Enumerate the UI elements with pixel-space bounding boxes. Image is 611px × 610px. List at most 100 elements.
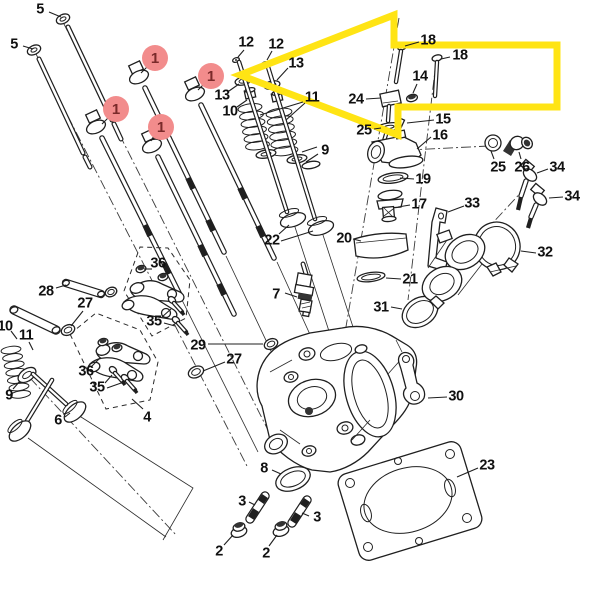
part-callout-34: 34 xyxy=(549,160,565,176)
part-circle xyxy=(445,449,455,459)
part-detail xyxy=(179,309,186,317)
callout-leader xyxy=(301,512,310,517)
part-line xyxy=(123,246,191,337)
part-body xyxy=(395,50,402,83)
part-callout-12: 12 xyxy=(238,35,254,51)
part-ellipse xyxy=(301,445,317,457)
part-detail xyxy=(132,387,139,395)
part-callout-19: 19 xyxy=(415,172,431,188)
callout-leader xyxy=(161,308,172,318)
callout-leader xyxy=(91,357,101,367)
callout-leader xyxy=(202,361,226,372)
part-ellipse xyxy=(62,399,78,415)
part-ellipse xyxy=(275,466,311,492)
part-circle xyxy=(394,457,402,465)
part-ellipse xyxy=(129,282,145,294)
callout-leader xyxy=(390,306,403,310)
part-callout-9: 9 xyxy=(321,143,329,159)
part-ellipse xyxy=(187,365,205,379)
part-ellipse xyxy=(307,219,335,237)
callout-leader xyxy=(228,83,240,92)
part-callout-11: 11 xyxy=(19,328,34,344)
part-callout-2: 2 xyxy=(215,544,223,560)
callout-leader xyxy=(548,196,564,199)
part-ellipse xyxy=(280,470,306,488)
callout-leader xyxy=(48,11,62,18)
part-body xyxy=(519,179,528,198)
part-ellipse xyxy=(22,370,32,380)
part-circle xyxy=(410,391,420,401)
part-ellipse xyxy=(104,286,118,298)
part-circle xyxy=(462,513,472,523)
part-circle xyxy=(235,59,237,61)
part-circle xyxy=(488,138,498,148)
part-ellipse xyxy=(283,371,299,383)
part-line xyxy=(181,299,259,453)
part-detail xyxy=(142,223,153,238)
part-detail xyxy=(258,494,268,504)
callout-leader xyxy=(22,45,34,50)
part-body xyxy=(114,372,124,383)
part-ellipse xyxy=(276,521,286,527)
part-callout-31: 31 xyxy=(373,300,389,316)
part-ellipse xyxy=(438,212,444,220)
part-ellipse xyxy=(191,368,201,376)
part-callout-26: 26 xyxy=(514,160,530,176)
part-ellipse xyxy=(159,273,167,279)
part-path xyxy=(429,295,445,310)
callout-leader xyxy=(28,341,34,351)
part-ellipse xyxy=(265,107,293,119)
pink-highlight-label: 1 xyxy=(207,68,215,85)
callout-leader xyxy=(416,136,432,150)
part-ellipse xyxy=(287,378,337,418)
part-callout-30: 30 xyxy=(448,389,464,405)
part-body xyxy=(31,372,68,406)
part-detail xyxy=(120,379,127,387)
part-circle xyxy=(363,542,373,552)
part-ellipse xyxy=(9,306,19,314)
part-ellipse xyxy=(63,401,87,423)
part-circle xyxy=(305,407,313,415)
part-ellipse xyxy=(59,16,67,22)
part-line xyxy=(269,359,293,373)
part-circle xyxy=(415,537,423,545)
part-ellipse xyxy=(30,47,38,53)
part-circle xyxy=(402,355,410,363)
part-callout-25: 25 xyxy=(490,160,506,176)
part-detail xyxy=(255,224,266,239)
part-line xyxy=(329,17,400,421)
part-line xyxy=(301,305,312,309)
callout-leader xyxy=(447,205,465,213)
part-callout-24: 24 xyxy=(348,92,364,108)
callout-leader xyxy=(404,41,420,47)
part-ellipse xyxy=(354,344,368,354)
part-detail xyxy=(205,218,216,233)
part-line xyxy=(279,429,301,445)
part-body xyxy=(237,60,289,214)
callout-leader xyxy=(397,204,411,208)
callout-leader xyxy=(236,99,248,108)
part-ellipse xyxy=(10,390,32,399)
part-callout-14: 14 xyxy=(412,69,428,85)
part-ellipse xyxy=(264,433,288,455)
part-ellipse xyxy=(62,279,70,287)
part-body xyxy=(112,122,123,141)
part-ellipse xyxy=(128,69,150,85)
part-ellipse xyxy=(306,215,328,227)
part-body xyxy=(10,306,60,334)
part-ellipse xyxy=(523,139,531,147)
part-ellipse xyxy=(451,240,479,264)
callout-leader xyxy=(271,469,282,475)
callout-leader xyxy=(520,250,537,254)
part-line xyxy=(351,419,371,441)
part-callout-35: 35 xyxy=(146,314,162,330)
part-body xyxy=(83,155,92,169)
part-ellipse xyxy=(408,94,416,100)
part-line xyxy=(407,61,437,301)
pink-highlight-label: 1 xyxy=(112,101,120,118)
part-ellipse xyxy=(382,174,404,182)
part-callout-32: 32 xyxy=(537,245,553,261)
part-callout-33: 33 xyxy=(464,196,480,212)
callout-leader xyxy=(305,153,319,163)
